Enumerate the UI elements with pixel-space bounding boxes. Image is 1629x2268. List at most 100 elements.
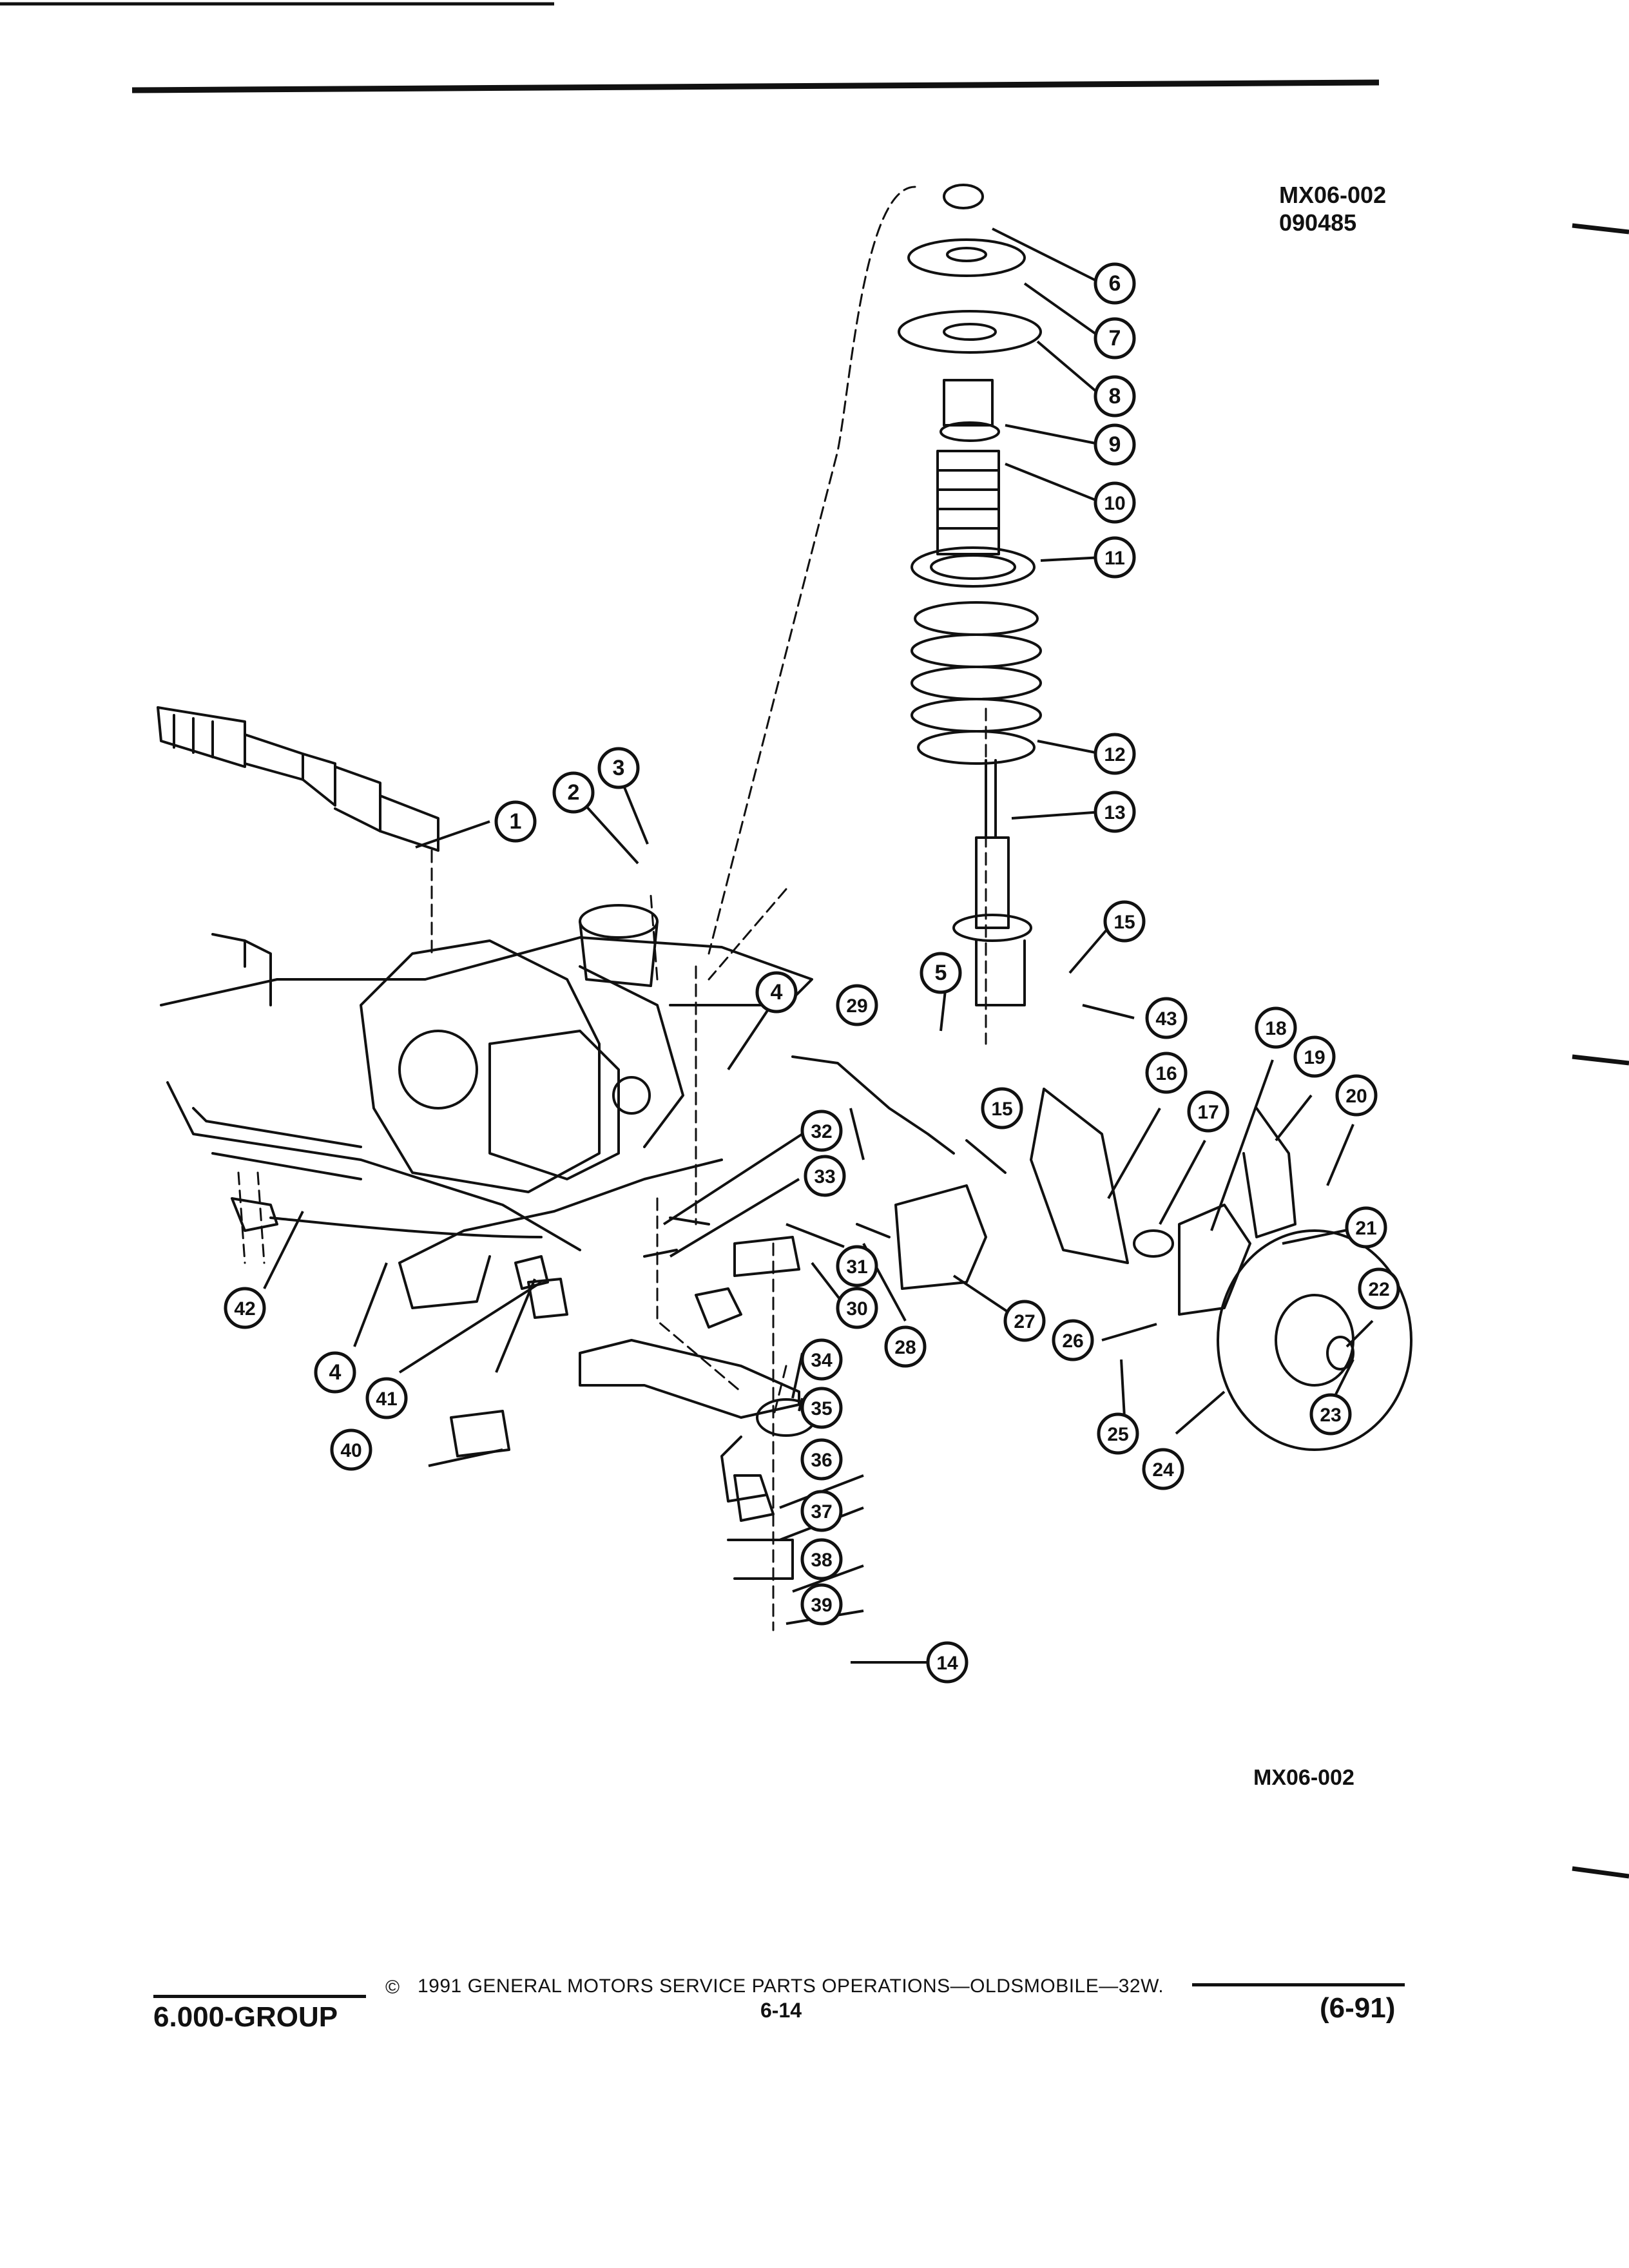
callout-circle (314, 1351, 356, 1394)
callout-circle (1335, 1074, 1378, 1117)
callout-circle (1358, 1267, 1400, 1310)
drive-axle-shaft (157, 706, 439, 852)
callout-circle (365, 1377, 408, 1419)
callout-20: 20 (1335, 1074, 1378, 1117)
figure-code: MX06-002 (1253, 1765, 1354, 1790)
callout-31: 31 (836, 1245, 878, 1287)
callout-34: 34 (800, 1338, 843, 1381)
callout-21: 21 (1345, 1206, 1387, 1249)
callout-36: 36 (800, 1438, 843, 1481)
callout-circle (1145, 997, 1188, 1039)
callout-number: 18 (1265, 1018, 1286, 1039)
callout-circle (1094, 423, 1136, 466)
callout-2: 2 (552, 771, 595, 814)
callout-number: 42 (234, 1298, 255, 1320)
callout-circle (836, 1287, 878, 1329)
callout-circle (800, 1110, 843, 1152)
callout-number: 13 (1104, 802, 1125, 823)
callout-group: 1234456789101112131415151617181920212223… (224, 262, 1400, 1684)
callout-circle (1187, 1090, 1229, 1133)
callout-circle (1094, 317, 1136, 360)
callout-12: 12 (1094, 733, 1136, 775)
callout-number: 33 (814, 1166, 835, 1187)
date-code: 090485 (1279, 209, 1357, 236)
callout-circle (1255, 1006, 1297, 1049)
strut-tower (579, 904, 659, 987)
callout-circle (1094, 791, 1136, 833)
callout-37: 37 (800, 1490, 843, 1532)
callout-number: 5 (935, 961, 947, 985)
callout-circle (836, 1245, 878, 1287)
callout-circle (1094, 375, 1136, 418)
callout-number: 1 (510, 809, 522, 834)
callout-circle (1052, 1319, 1094, 1361)
callout-number: 15 (1113, 912, 1135, 933)
transaxle-housing (360, 939, 684, 1193)
callout-number: 21 (1355, 1218, 1376, 1239)
copyright-symbol: © (385, 1977, 400, 1998)
callout-1: 1 (494, 800, 537, 843)
callout-6: 6 (1094, 262, 1136, 305)
callout-number: 39 (811, 1595, 832, 1616)
callout-number: 9 (1109, 432, 1121, 457)
drawing-code: MX06-002 (1279, 182, 1387, 208)
wheel-hub-assembly (791, 1055, 1412, 1451)
callout-number: 3 (613, 756, 625, 780)
callout-circle (800, 1538, 843, 1581)
callout-35: 35 (800, 1387, 843, 1429)
callout-number: 8 (1109, 384, 1121, 408)
callout-circle (800, 1438, 843, 1481)
callout-15: 15 (1103, 900, 1146, 943)
engine-cradle (160, 933, 813, 1309)
callout-number: 36 (811, 1450, 832, 1471)
callout-circle (1293, 1035, 1336, 1078)
callout-29: 29 (836, 984, 878, 1026)
callout-26: 26 (1052, 1319, 1094, 1361)
callout-number: 17 (1197, 1102, 1219, 1123)
callout-circle (1345, 1206, 1387, 1249)
callout-number: 7 (1109, 326, 1121, 351)
callout-27: 27 (1003, 1300, 1046, 1342)
callout-16: 16 (1145, 1052, 1188, 1094)
callout-number: 14 (936, 1653, 958, 1674)
callout-30: 30 (836, 1287, 878, 1329)
revision-code: (6-91) (1320, 1992, 1396, 2024)
callout-circle (1103, 900, 1146, 943)
callout-circle (1003, 1300, 1046, 1342)
callout-circle (804, 1155, 846, 1197)
callout-number: 32 (811, 1121, 832, 1142)
callout-3: 3 (597, 747, 640, 789)
callout-43: 43 (1145, 997, 1188, 1039)
callout-circle (1094, 536, 1136, 579)
callout-circle (224, 1287, 266, 1329)
callout-circle (755, 971, 798, 1014)
callout-18: 18 (1255, 1006, 1297, 1049)
callout-5: 5 (920, 952, 962, 994)
footer-rule-right (1192, 1983, 1405, 1986)
callout-number: 20 (1345, 1086, 1367, 1107)
callout-number: 23 (1320, 1405, 1341, 1426)
callout-42: 42 (224, 1287, 266, 1329)
callout-circle (884, 1325, 927, 1368)
callout-circle (981, 1087, 1023, 1129)
callout-circle (494, 800, 537, 843)
group-label: 6.000-GROUP (153, 2001, 338, 2033)
callout-number: 16 (1155, 1063, 1177, 1084)
callout-number: 30 (846, 1298, 867, 1320)
callout-number: 38 (811, 1550, 832, 1571)
callout-number: 26 (1062, 1331, 1083, 1352)
callout-14: 14 (926, 1641, 969, 1684)
callout-40: 40 (330, 1428, 372, 1471)
callout-circle (800, 1490, 843, 1532)
callout-number: 43 (1155, 1008, 1177, 1030)
callout-circle (926, 1641, 969, 1684)
callout-circle (552, 771, 595, 814)
callout-circle (1097, 1412, 1139, 1455)
callout-number: 34 (811, 1350, 833, 1371)
callout-number: 25 (1107, 1424, 1128, 1445)
callout-28: 28 (884, 1325, 927, 1368)
callout-number: 35 (811, 1398, 832, 1419)
callout-circle (1309, 1393, 1352, 1436)
